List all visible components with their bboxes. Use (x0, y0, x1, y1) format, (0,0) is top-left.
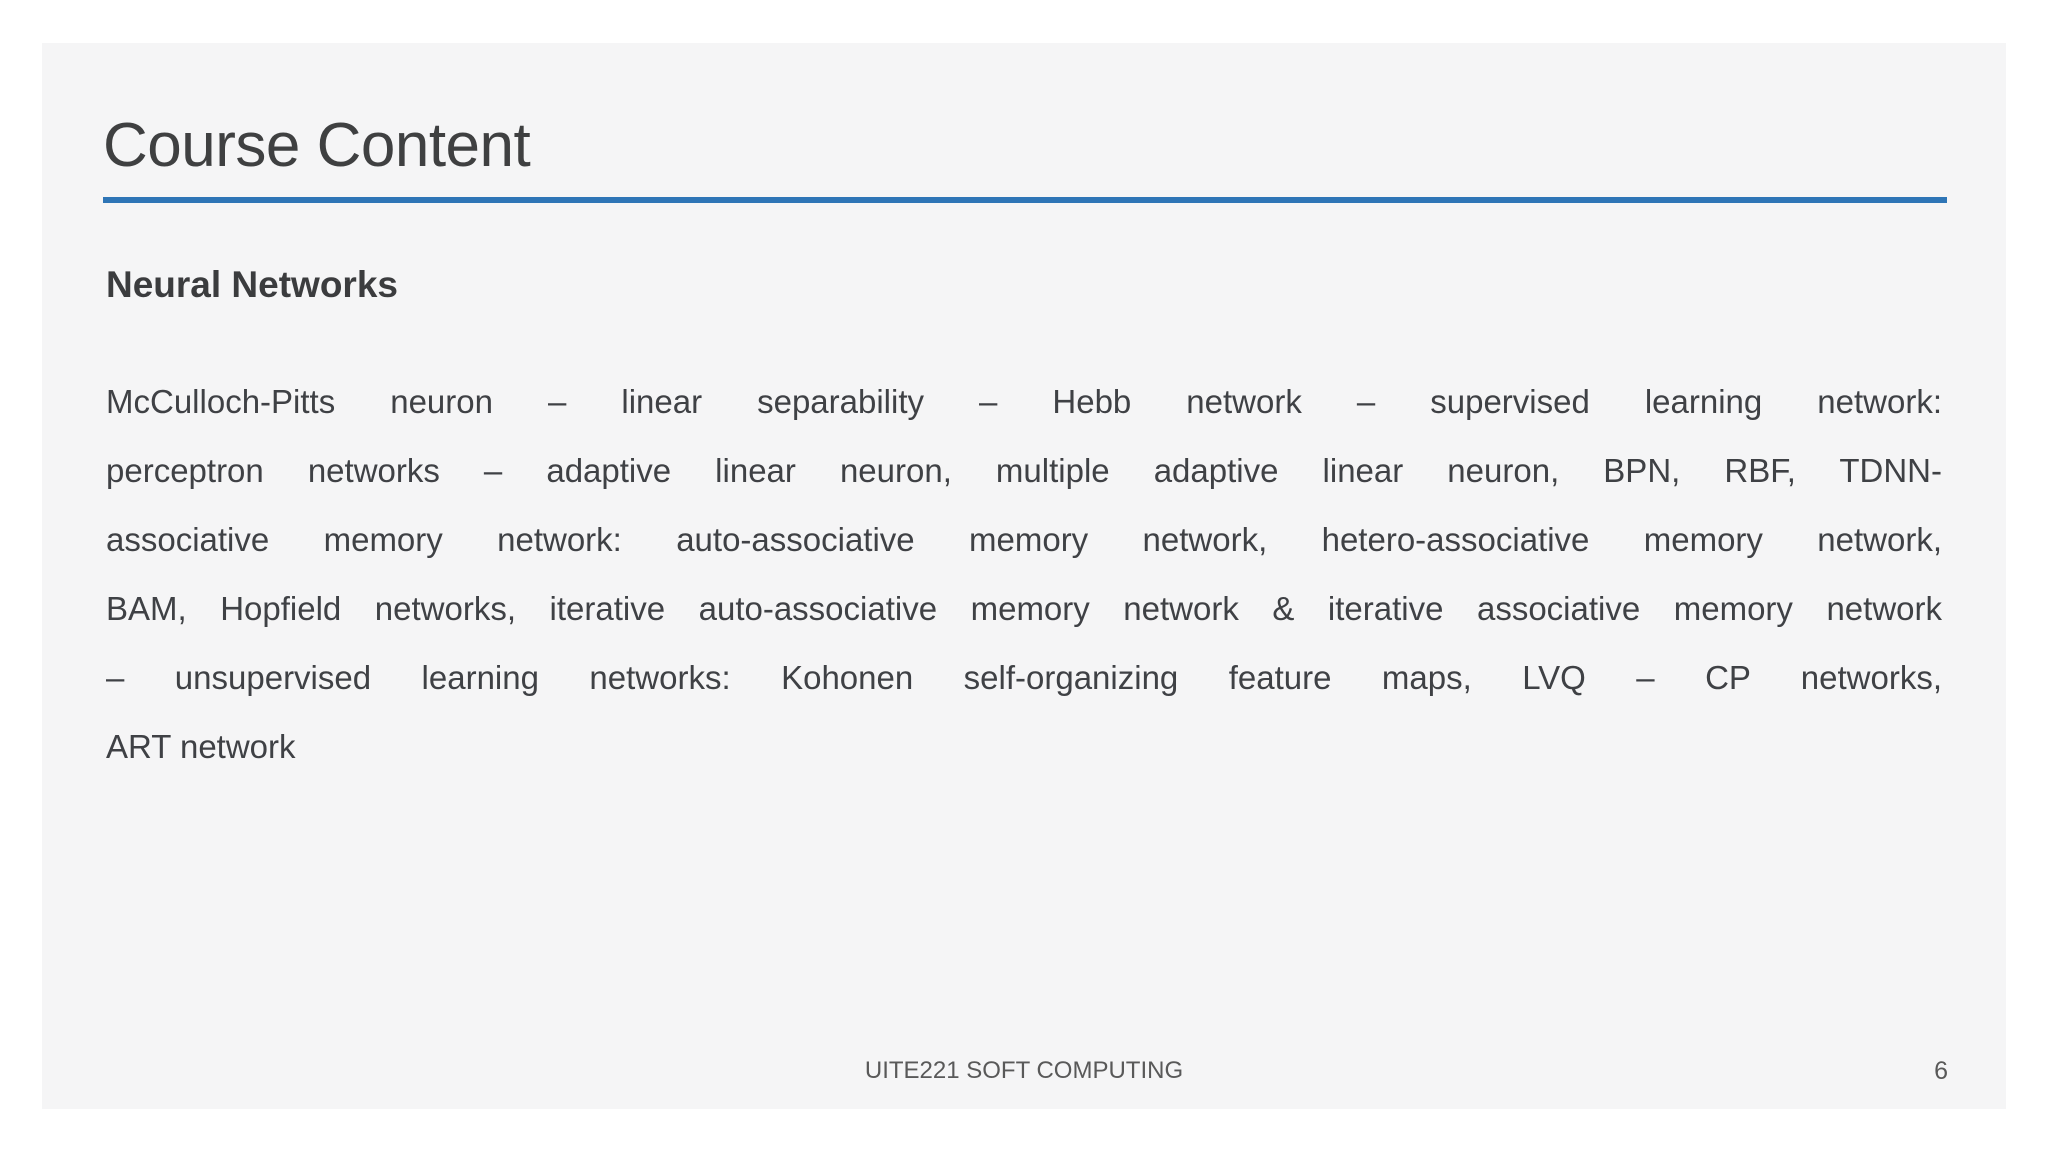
title-underline-rule (103, 197, 1947, 203)
course-content-paragraph: McCulloch-Pitts neuron – linear separabi… (106, 367, 1942, 781)
slide-title: Course Content (103, 111, 531, 180)
slide-page-number: 6 (1934, 1057, 1948, 1085)
section-heading-neural-networks: Neural Networks (106, 264, 398, 305)
footer-course-code: UITE221 SOFT COMPUTING (864, 1057, 1184, 1084)
paragraph-line: ART network (106, 728, 296, 765)
paragraph-line: BAM, Hopfield networks, iterative auto-a… (106, 590, 1942, 627)
paragraph-line: McCulloch-Pitts neuron – linear separabi… (106, 383, 1942, 420)
paragraph-line: associative memory network: auto-associa… (106, 521, 1942, 558)
paragraph-line: perceptron networks – adaptive linear ne… (106, 452, 1942, 489)
slide: Course Content Neural Networks McCulloch… (42, 43, 2006, 1109)
paragraph-line: – unsupervised learning networks: Kohone… (106, 659, 1942, 696)
